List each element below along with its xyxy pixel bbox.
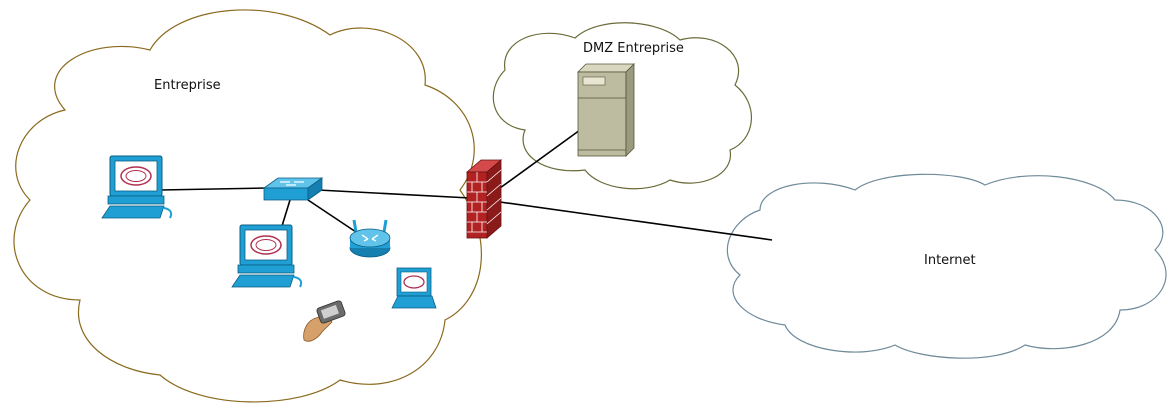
network-switch-icon[interactable] [262, 177, 324, 201]
internet-cloud [726, 173, 1167, 359]
link-switch-workstation2 [281, 199, 291, 227]
connections [159, 129, 773, 241]
link-firewall-internet [499, 201, 773, 241]
link-switch-router [307, 199, 357, 233]
dmz-label: DMZ Entreprise [583, 41, 684, 56]
wireless-router-icon[interactable] [349, 219, 391, 258]
server-icon[interactable] [577, 63, 635, 157]
handheld-device-icon[interactable] [303, 300, 346, 342]
desktop-computer-icon[interactable] [231, 224, 303, 288]
enterprise-label: Entreprise [154, 78, 221, 93]
laptop-computer-icon[interactable] [391, 267, 437, 309]
internet-label: Internet [924, 253, 976, 268]
firewall-icon[interactable] [465, 159, 503, 239]
desktop-computer-icon[interactable] [101, 155, 173, 219]
link-firewall-server [499, 129, 581, 189]
link-workstation-switch [159, 187, 269, 191]
link-switch-firewall [317, 189, 471, 199]
enterprise-cloud [13, 9, 482, 403]
